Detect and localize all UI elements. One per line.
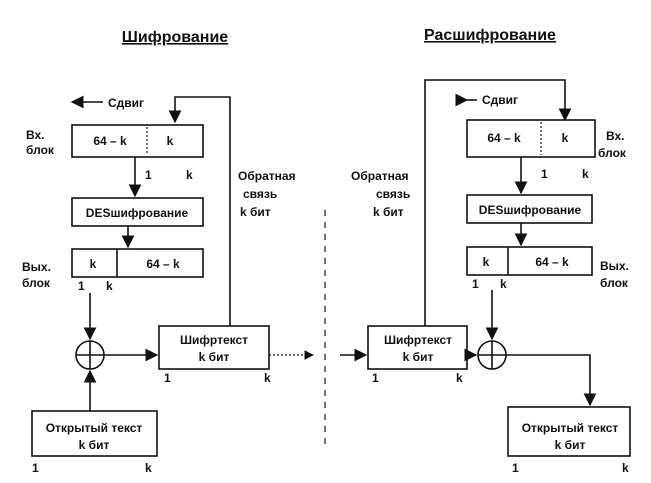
dec-cipher-label-2: k бит: [403, 350, 434, 364]
enc-reg-left: 64 – k: [93, 134, 127, 148]
enc-cipher-idx-k: k: [264, 371, 271, 385]
dec-des-box: [466, 194, 593, 224]
dec-idx-k: k: [582, 167, 589, 181]
dec-des-label: DESшифрование: [479, 203, 582, 217]
enc-des-box: [71, 197, 204, 227]
dec-plain-label-2: k бит: [555, 438, 586, 452]
dec-reg-left: 64 – k: [487, 131, 521, 145]
dec-feedback-label-2: связь: [376, 187, 410, 201]
enc-idx-1: 1: [145, 168, 152, 182]
dec-arrow-xor-to-plain: [506, 354, 597, 407]
dec-output-register: [466, 246, 593, 276]
enc-in-block-label-1: Вх.: [26, 128, 45, 142]
encryption-side: Шифрование Сдвиг Вх. блок 64 – k k 1 k D…: [22, 29, 314, 475]
enc-plaintext-box: [31, 410, 158, 457]
dec-cipher-idx-k: k: [456, 371, 463, 385]
dec-plain-idx-1: 1: [512, 461, 519, 475]
dec-in-block-label-1: Вх.: [606, 129, 625, 143]
dec-in-block-label-2: блок: [598, 146, 627, 160]
dec-cipher-idx-1: 1: [372, 371, 379, 385]
dec-out-right: 64 – k: [535, 255, 569, 269]
enc-cipher-label-2: k бит: [199, 350, 230, 364]
dec-feedback-line: [424, 79, 572, 326]
enc-xor-icon: [75, 340, 105, 370]
dec-feedback-label-1: Обратная: [351, 169, 409, 183]
dec-ciphertext-box: [367, 325, 468, 370]
enc-plain-label-2: k бит: [79, 438, 110, 452]
enc-reg-right: k: [167, 134, 174, 148]
enc-cipher-idx-1: 1: [164, 371, 171, 385]
dec-plain-idx-k: k: [622, 461, 629, 475]
enc-output-register: [71, 248, 204, 278]
enc-shift-label: Сдвиг: [108, 96, 144, 110]
dec-out-idx-k: k: [500, 277, 507, 291]
enc-feedback-line: [168, 96, 231, 326]
enc-ciphertext-box: [158, 325, 270, 370]
enc-feedback-label-3: k бит: [240, 205, 271, 219]
decryption-side: Расшифрование Шифртекст k бит 1 k Обратн…: [340, 27, 631, 475]
enc-out-left: k: [90, 257, 97, 271]
dec-xor-icon: [477, 340, 507, 370]
decryption-title: Расшифрование: [424, 27, 556, 44]
enc-idx-k: k: [186, 168, 193, 182]
dec-reg-right: k: [562, 131, 569, 145]
encryption-title: Шифрование: [122, 29, 228, 46]
enc-cipher-label-1: Шифртекст: [180, 333, 248, 347]
enc-out-block-label-1: Вых.: [22, 260, 51, 274]
dec-shift-label: Сдвиг: [482, 93, 518, 107]
enc-input-register: [71, 124, 204, 158]
dec-out-block-label-2: блок: [600, 276, 629, 290]
dec-feedback-label-3: k бит: [373, 205, 404, 219]
enc-des-label: DESшифрование: [86, 206, 189, 220]
dec-out-idx-1: 1: [472, 277, 479, 291]
enc-feedback-label-2: связь: [243, 187, 277, 201]
dec-idx-1: 1: [541, 167, 548, 181]
enc-feedback-label-1: Обратная: [238, 169, 296, 183]
enc-out-block-label-2: блок: [22, 276, 51, 290]
dec-cipher-label-1: Шифртекст: [384, 333, 452, 347]
enc-out-right: 64 – k: [146, 257, 180, 271]
dec-plaintext-box: [507, 406, 631, 457]
enc-out-idx-1: 1: [78, 279, 85, 293]
enc-plain-idx-k: k: [145, 461, 152, 475]
dec-plain-label-1: Открытый текст: [522, 421, 619, 435]
enc-out-idx-k: k: [106, 279, 113, 293]
enc-plain-label-1: Открытый текст: [46, 421, 143, 435]
dec-input-register: [466, 119, 596, 158]
enc-plain-idx-1: 1: [32, 461, 39, 475]
enc-in-block-label-2: блок: [26, 143, 55, 157]
dec-out-block-label-1: Вых.: [600, 259, 629, 273]
dec-out-left: k: [483, 255, 490, 269]
